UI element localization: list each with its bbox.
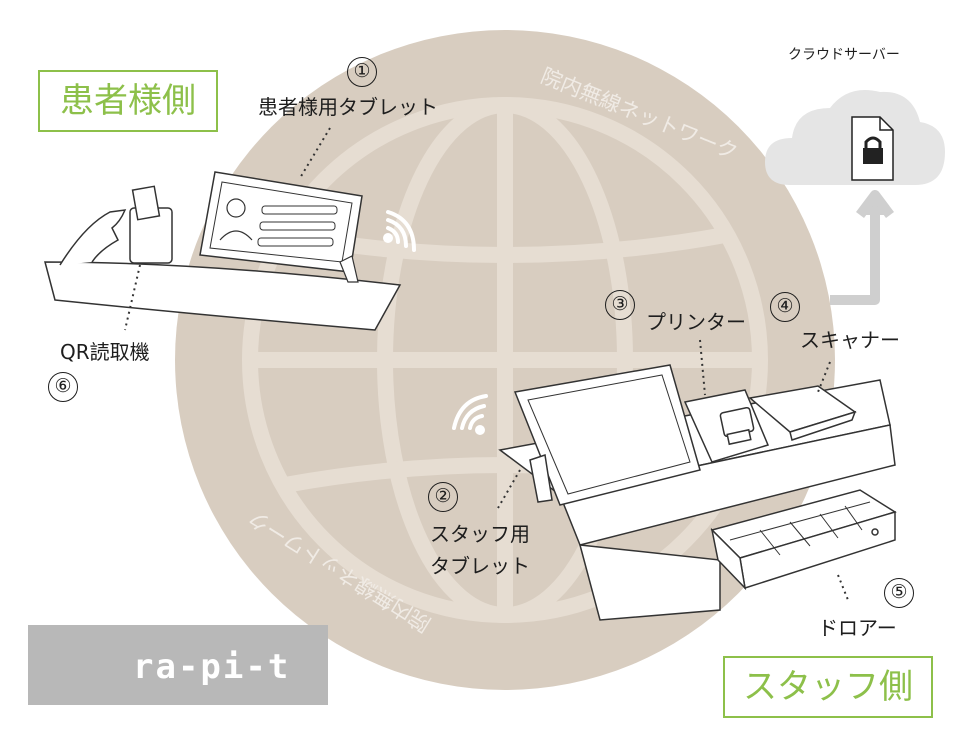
qr-reader-device [129,185,173,264]
device-label-drawer: ドロアー [818,616,897,640]
leader-lines [124,127,849,601]
device-number-6: ⑥ [48,372,78,402]
patient-side-label: 患者様側 [60,81,196,121]
patient-tablet-device [199,171,363,283]
patient-side-box: 患者様側 [38,70,218,132]
staff-side-box: スタッフ側 [723,656,933,718]
patient-counter [44,261,402,331]
device-label-qr-reader: QR読取機 [60,340,150,364]
wifi-icon [452,394,488,435]
wifi-icon [383,210,416,252]
patient-hand [59,209,127,266]
device-label-scanner: スキャナー [800,328,900,352]
staff-tablet-device [513,364,701,506]
globe-icon [175,30,835,690]
lock-document-icon [851,116,894,181]
rapit-logo: ra-pi-t [28,625,328,705]
rapit-logo-text: ra-pi-t [133,647,291,687]
printer-device [683,389,770,463]
device-label-printer: プリンター [646,310,746,334]
scanner-device [748,385,857,441]
device-number-1: ① [347,57,377,87]
cash-drawer-device [710,489,897,591]
device-label-staff-tablet-line1: スタッフ用 [430,522,530,546]
device-number-4: ④ [770,292,800,322]
device-label-patient-tablet: 患者様用タブレット [258,95,438,119]
upload-arrow-icon [830,190,894,305]
cloud-server-label: クラウドサーバー [788,47,900,63]
device-number-3: ③ [605,290,635,320]
device-number-2: ② [428,482,458,512]
staff-side-label: スタッフ側 [743,667,913,707]
device-number-5: ⑤ [884,578,914,608]
device-label-staff-tablet-line2: タブレット [430,554,530,578]
